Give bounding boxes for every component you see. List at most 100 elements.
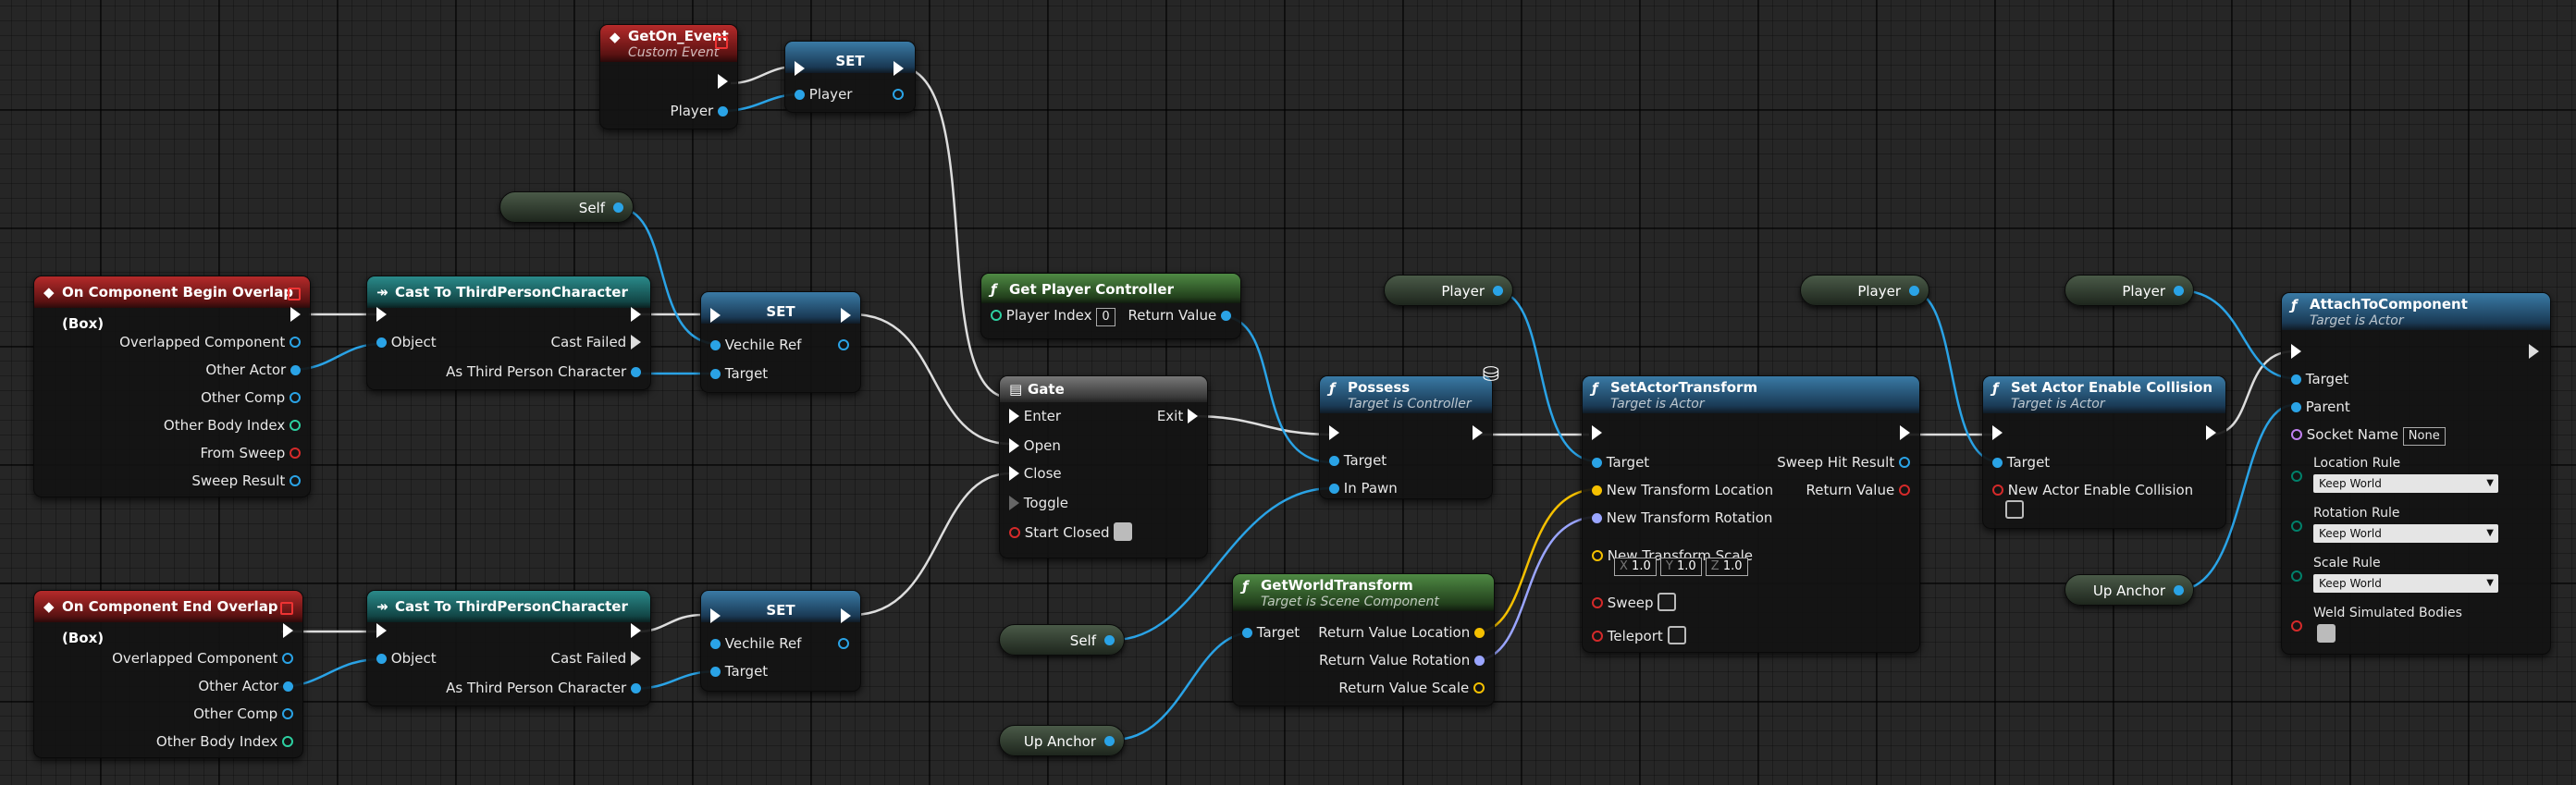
set-player-node[interactable]: SET Player bbox=[784, 41, 916, 113]
target-input-pin[interactable]: Target bbox=[710, 663, 768, 680]
exec-out-pin[interactable] bbox=[631, 306, 641, 323]
exec-in-pin[interactable] bbox=[710, 607, 721, 624]
self-output-pin[interactable] bbox=[1104, 635, 1115, 645]
exec-out-pin[interactable] bbox=[841, 307, 851, 324]
get-on-event-header[interactable]: ◆ GetOn_Event Custom Event bbox=[600, 25, 737, 62]
up-anchor-output-pin[interactable] bbox=[1104, 736, 1115, 746]
object-input-pin[interactable]: Object bbox=[376, 650, 437, 667]
return-scale-pin[interactable]: Return Value Scale bbox=[1338, 680, 1485, 696]
new-collision-pin[interactable]: New Actor Enable Collision bbox=[1992, 482, 2193, 498]
rotation-rule-dropdown[interactable]: Keep World bbox=[2313, 524, 2498, 543]
new-location-pin[interactable]: New Transform Location bbox=[1592, 482, 1773, 498]
weld-pin[interactable] bbox=[2291, 607, 2302, 634]
socket-name-field[interactable]: None bbox=[2402, 427, 2446, 446]
vehicle-ref-input-pin[interactable]: Vechile Ref bbox=[710, 635, 801, 652]
gate-node[interactable]: ▤ Gate Enter Exit Open Close Toggle Star… bbox=[999, 375, 1208, 558]
player-variable-node[interactable]: Player bbox=[1800, 275, 1929, 306]
vehicle-ref-input-pin[interactable]: Vechile Ref bbox=[710, 337, 801, 353]
overlapped-component-pin[interactable]: Overlapped Component bbox=[119, 334, 301, 350]
self-reference-node[interactable]: Self bbox=[999, 624, 1125, 656]
sweep-checkbox[interactable] bbox=[1658, 593, 1677, 611]
close-pin[interactable]: Close bbox=[1009, 465, 1062, 482]
location-rule-pin[interactable] bbox=[2291, 458, 2302, 484]
sweep-result-pin[interactable]: Sweep Result bbox=[191, 472, 301, 489]
exec-out-pin[interactable] bbox=[631, 622, 641, 639]
scale-rule-dropdown[interactable]: Keep World bbox=[2313, 574, 2498, 593]
set-vehicle-ref-node-bottom[interactable]: SET Vechile Ref Target bbox=[700, 590, 861, 692]
target-pin[interactable]: Target bbox=[1242, 624, 1300, 641]
player-index-field[interactable]: 0 bbox=[1096, 308, 1115, 326]
cast-failed-pin[interactable]: Cast Failed bbox=[551, 334, 641, 350]
open-pin[interactable]: Open bbox=[1009, 437, 1061, 454]
other-actor-pin[interactable]: Other Actor bbox=[205, 362, 301, 378]
exec-out-pin[interactable] bbox=[290, 306, 301, 323]
get-player-controller-node[interactable]: ƒ Get Player Controller Player Index 0 R… bbox=[980, 273, 1241, 339]
exec-out-pin[interactable] bbox=[894, 60, 904, 77]
teleport-checkbox[interactable] bbox=[1667, 626, 1686, 644]
overlapped-component-pin[interactable]: Overlapped Component bbox=[112, 650, 293, 667]
exec-out-pin[interactable] bbox=[1473, 424, 1483, 441]
rotation-rule-pin[interactable] bbox=[2291, 508, 2302, 534]
other-body-index-pin[interactable]: Other Body Index bbox=[164, 417, 301, 434]
player-output-pin[interactable] bbox=[1493, 286, 1503, 296]
player-index-pin[interactable]: Player Index 0 bbox=[991, 307, 1115, 326]
possess-node[interactable]: ƒ Possess Target is Controller ⛁ Target … bbox=[1319, 363, 1499, 499]
exec-in-pin[interactable] bbox=[1992, 424, 2003, 441]
vehicle-ref-output-pin[interactable] bbox=[838, 337, 849, 353]
target-pin[interactable]: Target bbox=[1592, 454, 1649, 471]
other-comp-pin[interactable]: Other Comp bbox=[201, 389, 301, 406]
sweep-hit-result-pin[interactable]: Sweep Hit Result bbox=[1777, 454, 1910, 471]
player-output-pin[interactable]: Player bbox=[671, 103, 728, 119]
exec-in-pin[interactable] bbox=[376, 306, 387, 323]
set-actor-transform-node[interactable]: ƒ SetActorTransform Target is Actor Targ… bbox=[1582, 375, 1920, 653]
other-body-index-pin[interactable]: Other Body Index bbox=[156, 733, 293, 750]
scale-x-field[interactable]: X 1.0 bbox=[1614, 558, 1657, 576]
cast-to-character-node-top[interactable]: ↠ Cast To ThirdPersonCharacter Object Ca… bbox=[366, 276, 651, 390]
parent-pin[interactable]: Parent bbox=[2291, 399, 2350, 415]
socket-name-pin[interactable]: Socket Name None bbox=[2291, 426, 2446, 446]
sweep-pin[interactable]: Sweep bbox=[1592, 593, 1677, 611]
exec-in-pin[interactable] bbox=[2291, 343, 2301, 360]
target-pin[interactable]: Target bbox=[1329, 452, 1387, 469]
other-comp-pin[interactable]: Other Comp bbox=[193, 705, 293, 722]
up-anchor-variable-node[interactable]: Up Anchor bbox=[2064, 574, 2194, 606]
start-closed-pin[interactable]: Start Closed bbox=[1009, 522, 1133, 541]
attach-to-component-node[interactable]: ƒ AttachToComponent Target is Actor Targ… bbox=[2281, 292, 2551, 655]
new-collision-checkbox[interactable] bbox=[2005, 500, 2024, 519]
exit-pin[interactable]: Exit bbox=[1157, 408, 1198, 424]
exec-in-pin[interactable] bbox=[795, 60, 805, 77]
scale-y-field[interactable]: Y 1.0 bbox=[1659, 558, 1702, 576]
self-reference-node[interactable]: Self bbox=[499, 191, 634, 223]
vehicle-ref-output-pin[interactable] bbox=[838, 635, 849, 652]
return-value-pin[interactable]: Return Value bbox=[1806, 482, 1910, 498]
exec-in-pin[interactable] bbox=[376, 622, 387, 639]
player-output-pin[interactable] bbox=[893, 86, 904, 103]
player-variable-node[interactable]: Player bbox=[1384, 275, 1513, 306]
return-value-pin[interactable]: Return Value bbox=[1128, 307, 1231, 324]
exec-out-pin[interactable] bbox=[718, 73, 728, 90]
get-world-transform-node[interactable]: ƒ GetWorldTransform Target is Scene Comp… bbox=[1232, 573, 1495, 706]
exec-in-pin[interactable] bbox=[710, 307, 721, 324]
exec-in-pin[interactable] bbox=[1592, 424, 1602, 441]
begin-overlap-event-node[interactable]: ◆ On Component Begin Overlap (Box) Overl… bbox=[33, 276, 311, 497]
player-variable-node[interactable]: Player bbox=[2064, 275, 2194, 306]
player-input-pin[interactable]: Player bbox=[795, 86, 852, 103]
set-vehicle-ref-node-top[interactable]: SET Vechile Ref Target bbox=[700, 291, 861, 393]
start-closed-checkbox[interactable] bbox=[1114, 522, 1133, 541]
end-overlap-event-node[interactable]: ◆ On Component End Overlap (Box) Overlap… bbox=[33, 590, 303, 758]
self-output-pin[interactable] bbox=[613, 202, 623, 213]
delegate-pin-icon[interactable] bbox=[280, 602, 293, 615]
up-anchor-variable-node[interactable]: Up Anchor bbox=[999, 725, 1125, 756]
exec-out-pin[interactable] bbox=[2206, 424, 2216, 441]
target-input-pin[interactable]: Target bbox=[710, 365, 768, 382]
enter-pin[interactable]: Enter bbox=[1009, 408, 1061, 424]
scale-rule-pin[interactable] bbox=[2291, 558, 2302, 584]
in-pawn-pin[interactable]: In Pawn bbox=[1329, 480, 1398, 497]
target-pin[interactable]: Target bbox=[1992, 454, 2050, 471]
delegate-pin-icon[interactable] bbox=[715, 36, 728, 49]
target-pin[interactable]: Target bbox=[2291, 371, 2348, 387]
as-character-pin[interactable]: As Third Person Character bbox=[446, 363, 641, 380]
exec-out-pin[interactable] bbox=[1900, 424, 1910, 441]
location-rule-dropdown[interactable]: Keep World bbox=[2313, 474, 2498, 493]
new-rotation-pin[interactable]: New Transform Rotation bbox=[1592, 509, 1772, 526]
